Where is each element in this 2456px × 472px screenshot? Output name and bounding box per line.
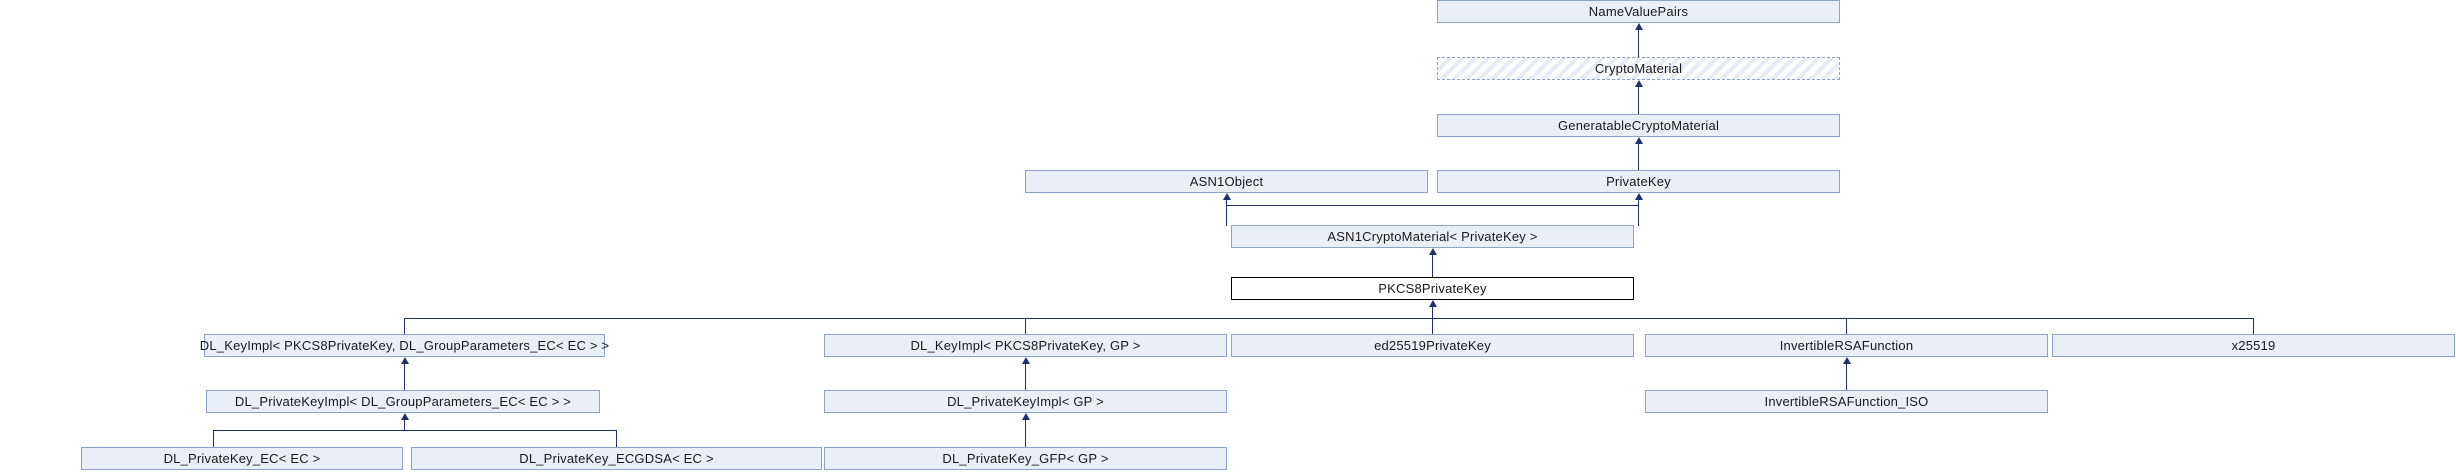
edge-pkcs8-to-asn1crypto [1432,255,1433,277]
edge-rsaiso-to-rsa [1846,364,1847,390]
edge-invertiblersa-riser [1846,318,1847,334]
node-label: DL_PrivateKey_EC< EC > [163,451,321,466]
node-label: DL_PrivateKey_ECGDSA< EC > [519,451,714,466]
edge-asn1crypto-to-asn1object-riser [1226,205,1227,226]
node-label: NameValuePairs [1588,4,1689,19]
edge-dl-keyimpl-ec-riser [404,318,405,334]
node-dl-privatekey-ecgdsa[interactable]: DL_PrivateKey_ECGDSA< EC > [411,447,822,470]
node-dl-privatekey-ec[interactable]: DL_PrivateKey_EC< EC > [81,447,403,470]
node-label: ASN1Object [1189,174,1264,189]
edge-dlprivatekeyimpl-ec-fanout-bar [213,430,616,431]
node-asn1cryptomaterial-privatekey[interactable]: ASN1CryptoMaterial< PrivateKey > [1231,225,1634,248]
edge-x25519-riser [2253,318,2254,334]
edge-pkcs8-fanout-stem [1432,307,1433,334]
node-label: PKCS8PrivateKey [1378,281,1487,296]
edge-dlprivatekey-gfp-to-dlprivatekeyimpl-gp [1025,420,1026,447]
node-dl-privatekey-gfp[interactable]: DL_PrivateKey_GFP< GP > [824,447,1227,470]
node-label: PrivateKey [1606,174,1671,189]
edge-asn1object-drop [1226,200,1227,206]
node-label: ed25519PrivateKey [1374,338,1491,353]
edge-privatekey-to-generatable [1638,144,1639,170]
edge-arrowhead [1022,357,1030,364]
edge-pkcs8-fanout-bar [404,318,2253,319]
edge-arrowhead [1635,80,1643,87]
node-label: DL_KeyImpl< PKCS8PrivateKey, GP > [910,338,1141,353]
node-private-key[interactable]: PrivateKey [1437,170,1840,193]
edge-arrowhead [1635,23,1643,30]
node-asn1object[interactable]: ASN1Object [1025,170,1428,193]
node-dl-keyimpl-pkcs8privatekey-dl-groupparameters-ec[interactable]: DL_KeyImpl< PKCS8PrivateKey, DL_GroupPar… [200,334,609,357]
edge-arrowhead [401,413,409,420]
edge-dlprivatekeyimpl-gp-to-dlkeyimpl-gp [1025,364,1026,390]
edge-dl-keyimpl-gp-riser [1025,318,1026,334]
edge-asn1crypto-to-asn1object-bar [1226,205,1638,206]
node-crypto-material[interactable]: CryptoMaterial [1437,57,1840,80]
node-dl-privatekeyimpl-dl-groupparameters-ec[interactable]: DL_PrivateKeyImpl< DL_GroupParameters_EC… [206,390,600,413]
node-name-value-pairs[interactable]: NameValuePairs [1437,0,1840,23]
node-label: CryptoMaterial [1594,61,1683,76]
edge-dlprivatekey-ec-riser [213,430,214,447]
node-ed25519privatekey[interactable]: ed25519PrivateKey [1231,334,1634,357]
edge-arrowhead [401,357,409,364]
edge-arrowhead [1223,193,1231,200]
edge-arrowhead [1022,413,1030,420]
node-label: InvertibleRSAFunction_ISO [1764,394,1929,409]
node-pkcs8privatekey[interactable]: PKCS8PrivateKey [1231,277,1634,300]
node-invertiblersafunction[interactable]: InvertibleRSAFunction [1645,334,2048,357]
node-label: GeneratableCryptoMaterial [1557,118,1720,133]
node-label: DL_PrivateKey_GFP< GP > [942,451,1109,466]
edge-cryptomaterial-to-namevaluepairs [1638,30,1639,57]
node-label: DL_PrivateKeyImpl< GP > [947,394,1104,409]
node-generatable-crypto-material[interactable]: GeneratableCryptoMaterial [1437,114,1840,137]
edge-asn1crypto-to-privatekey [1638,200,1639,226]
node-label: x25519 [2231,338,2276,353]
edge-arrowhead [1429,248,1437,255]
edge-dlprivatekey-ecgdsa-riser [616,430,617,447]
edge-arrowhead [1635,193,1643,200]
edge-dlprivatekeyimpl-ec-to-dlkeyimpl-ec [404,364,405,390]
node-label: DL_KeyImpl< PKCS8PrivateKey, DL_GroupPar… [199,338,610,353]
edge-dlprivatekeyimpl-ec-fanout-stem [404,420,405,431]
edge-generatable-to-cryptomaterial [1638,87,1639,114]
node-label: DL_PrivateKeyImpl< DL_GroupParameters_EC… [234,394,572,409]
node-dl-keyimpl-pkcs8privatekey-gp[interactable]: DL_KeyImpl< PKCS8PrivateKey, GP > [824,334,1227,357]
node-dl-privatekeyimpl-gp[interactable]: DL_PrivateKeyImpl< GP > [824,390,1227,413]
node-invertiblersafunction-iso[interactable]: InvertibleRSAFunction_ISO [1645,390,2048,413]
node-x25519[interactable]: x25519 [2052,334,2455,357]
edge-arrowhead [1843,357,1851,364]
node-label: InvertibleRSAFunction [1779,338,1914,353]
edge-arrowhead [1429,300,1437,307]
edge-arrowhead [1635,137,1643,144]
node-label: ASN1CryptoMaterial< PrivateKey > [1327,229,1538,244]
